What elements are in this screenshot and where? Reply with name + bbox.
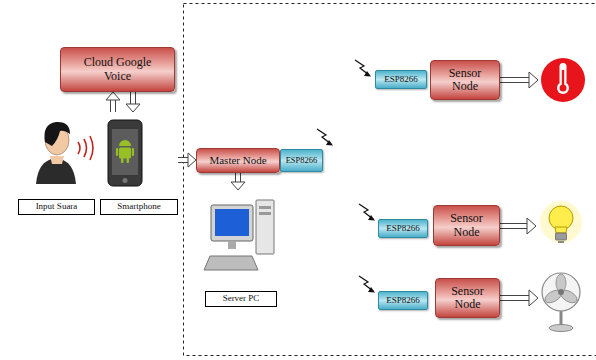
arrow-outline (178, 157, 189, 163)
wifi-module-box: ESP8266 (280, 149, 323, 172)
node-label: Input Suara (18, 199, 95, 215)
wifi-module-box: ESP8266 (378, 219, 428, 238)
arrowhead (106, 92, 120, 100)
wifi-module-box: ESP8266 (375, 70, 427, 89)
arrow-fill (178, 158, 189, 162)
device-label-box: Smartphone (100, 112, 178, 215)
node-label: Sensor Node (445, 212, 488, 238)
fan-icon (542, 273, 580, 332)
node-label: ESP8266 (386, 296, 420, 306)
wifi-module-box: ESP8266 (378, 291, 428, 310)
sensor-node-box: Sensor Node (433, 205, 500, 246)
person-icon (36, 122, 76, 184)
node-label: ESP8266 (386, 224, 420, 234)
node-label: Master Node (209, 154, 266, 166)
cloud-service-box: Cloud Google Voice (60, 47, 175, 92)
network-boundary (184, 4, 596, 356)
arrow-fill (111, 99, 115, 112)
sensor-node-box: Sensor Node (435, 278, 500, 318)
node-label: ESP8266 (286, 156, 318, 165)
node-label: Cloud Google Voice (75, 56, 160, 82)
arrow-outline (110, 99, 116, 112)
input-label-box: Input Suara (18, 112, 95, 215)
arrowhead (231, 182, 245, 190)
server-pc-icon (204, 200, 274, 270)
master-node-box: Master Node (196, 148, 280, 173)
block-arrow (231, 173, 245, 190)
node-label: Server PC (205, 291, 277, 307)
node-label: Sensor Node (443, 67, 487, 93)
server-label-box: Server PC (205, 190, 277, 307)
arrowhead (126, 104, 140, 112)
arrow-outline (130, 92, 136, 105)
block-arrow (500, 72, 538, 306)
wireless-arrowhead (326, 71, 375, 293)
sound-waves (78, 136, 93, 160)
wireless-symbol (317, 60, 373, 291)
block-arrow (126, 92, 140, 112)
node-label: ESP8266 (384, 75, 418, 85)
block-arrow (178, 153, 196, 167)
node-label: Smartphone (100, 199, 178, 215)
arrow-fill (131, 92, 135, 105)
smartphone-icon (108, 120, 142, 186)
sensor-node-box: Sensor Node (430, 60, 500, 100)
block-arrow (106, 92, 120, 112)
arrowhead (188, 153, 196, 167)
thermometer-icon (541, 58, 585, 102)
light-bulb-icon (540, 201, 582, 243)
node-label: Sensor Node (446, 285, 489, 311)
